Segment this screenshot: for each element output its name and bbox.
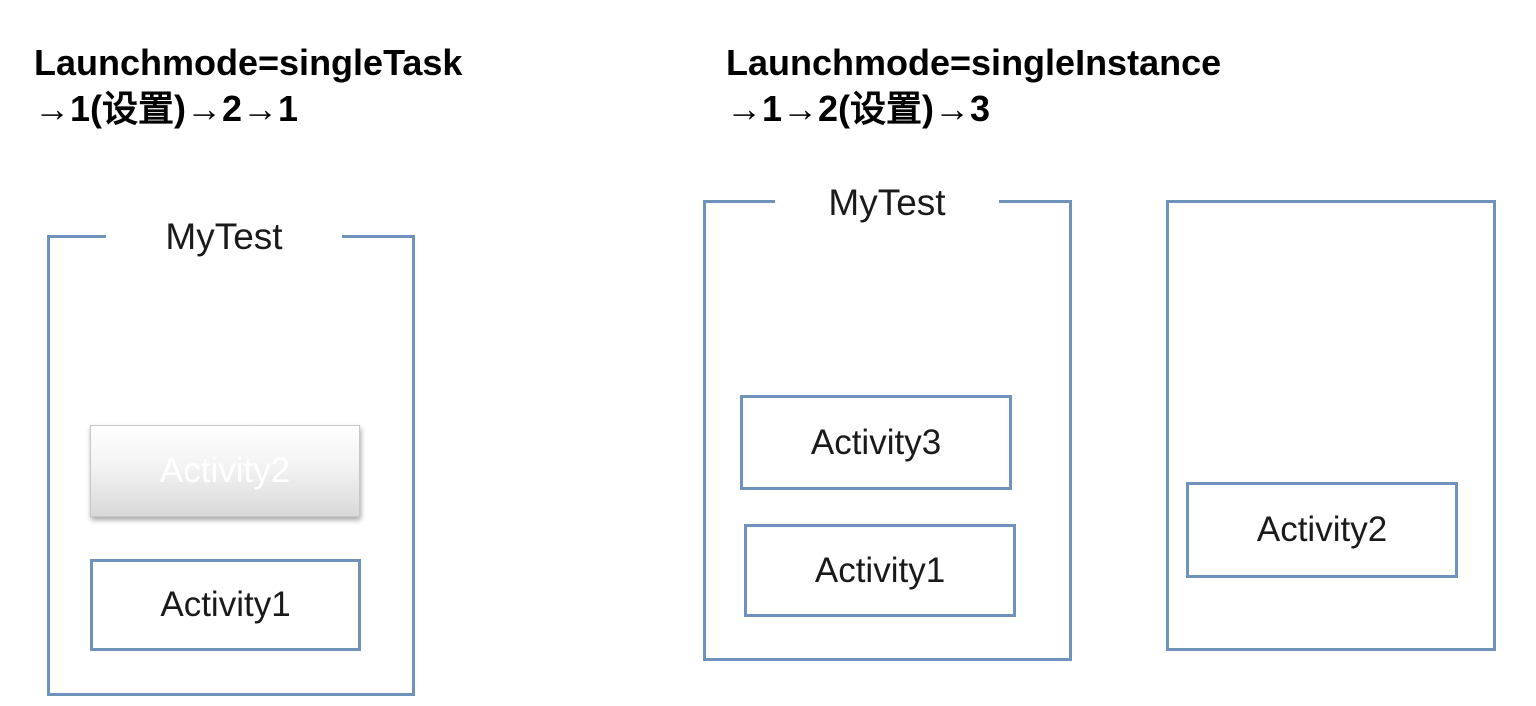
heading-singleinstance-sequence: →1→2(设置)→3 [726, 88, 991, 129]
heading-singletask-mode: Launchmode=singleTask [34, 42, 463, 83]
heading-singletask: Launchmode=singleTask →1(设置)→2→1 [34, 40, 462, 132]
heading-singleinstance: Launchmode=singleInstance →1→2(设置)→3 [726, 40, 1221, 132]
activity-box-right-1: Activity3 [740, 395, 1012, 490]
task-label-right: MyTest [775, 181, 999, 225]
task-box-separate [1166, 200, 1496, 651]
activity-box-left-2: Activity1 [90, 559, 361, 651]
activity-box-left-1: Activity2 [90, 425, 360, 517]
activity-box-right-2: Activity1 [744, 524, 1016, 617]
heading-singleinstance-mode: Launchmode=singleInstance [726, 42, 1222, 83]
heading-singletask-sequence: →1(设置)→2→1 [34, 88, 299, 129]
activity-box-separate: Activity2 [1186, 482, 1458, 578]
task-label-left: MyTest [106, 215, 342, 259]
